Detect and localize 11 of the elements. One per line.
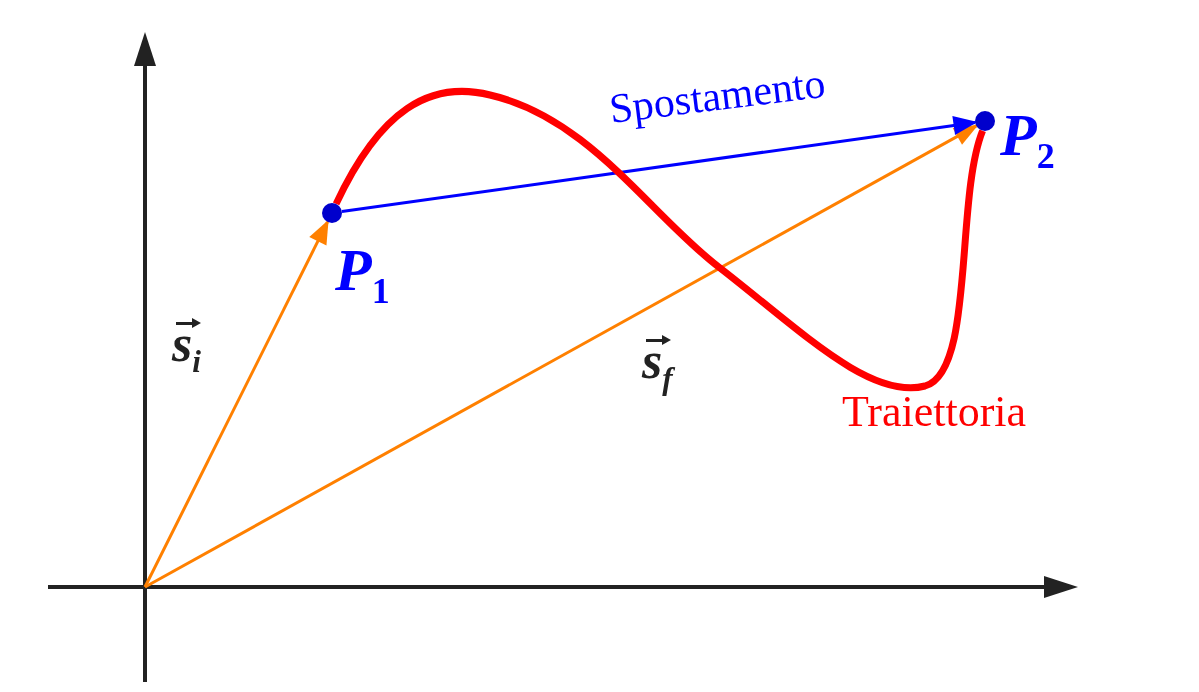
vector-label: s$_{f}$ [642, 335, 673, 395]
point-label: P$_{1}$ [335, 240, 390, 309]
arrow [144, 124, 979, 589]
edge-label: Spostamento [606, 61, 828, 130]
point-label: P$_{2}$ [1000, 105, 1055, 174]
vector-label: s$_{i}$ [172, 318, 201, 378]
point-dot [322, 203, 342, 223]
edge-label: Traiettoria [842, 390, 1027, 434]
arrow [143, 219, 329, 588]
trajectory-curve [332, 88, 986, 391]
point-dot [975, 111, 995, 131]
